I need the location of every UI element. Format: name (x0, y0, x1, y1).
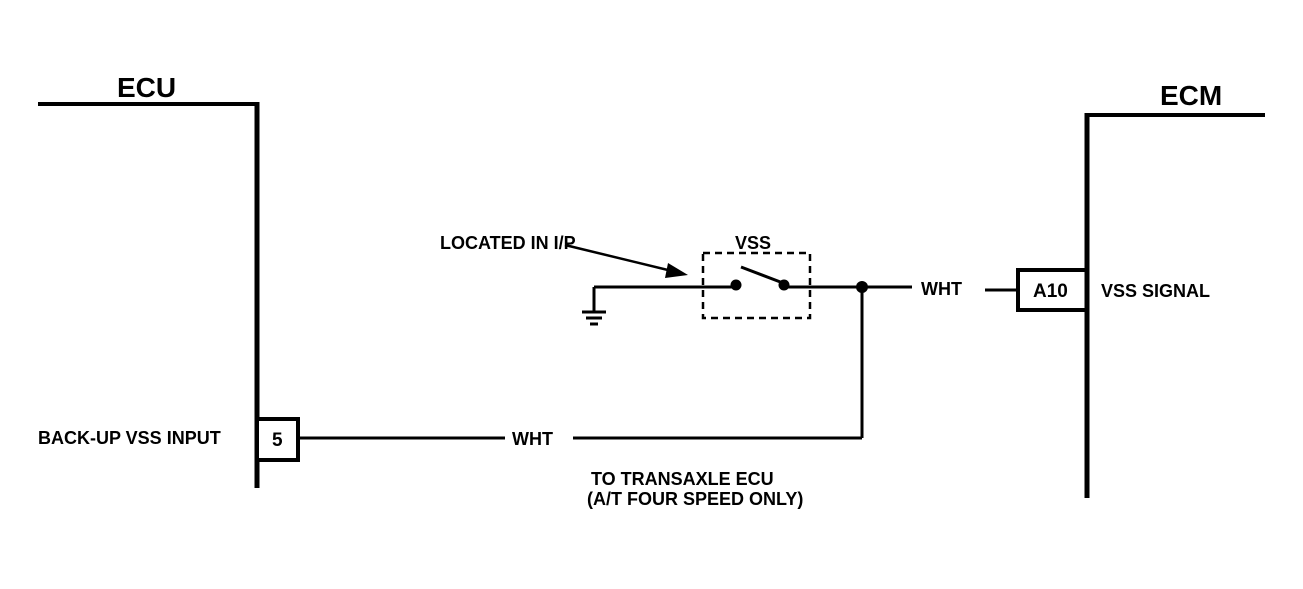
ecu-pin-number: 5 (272, 430, 283, 451)
wire-ecm: WHT (862, 279, 1018, 299)
ecm-pin-a10: A10 VSS SIGNAL (1016, 268, 1210, 312)
transaxle-note: TO TRANSAXLE ECU (A/T FOUR SPEED ONLY) (587, 469, 803, 509)
vss-dashed-outline (701, 251, 812, 320)
wire-ecu-color-label: WHT (512, 429, 553, 449)
ground-icon (582, 310, 606, 326)
location-callout: LOCATED IN I/P (440, 233, 688, 278)
arrow-head-icon (665, 263, 688, 278)
note-line-1: TO TRANSAXLE ECU (591, 469, 774, 489)
vss-component: VSS (701, 233, 862, 320)
ecm-pin-number: A10 (1033, 281, 1068, 302)
ecm-title: ECM (1160, 80, 1222, 111)
ecu-pin-label: BACK-UP VSS INPUT (38, 428, 221, 448)
note-line-2: (A/T FOUR SPEED ONLY) (587, 489, 803, 509)
ecu-title: ECU (117, 72, 176, 103)
ground-circuit (582, 285, 736, 326)
ecu-pin-5: 5 BACK-UP VSS INPUT (38, 417, 300, 462)
ecm-pin-label: VSS SIGNAL (1101, 281, 1210, 301)
callout-arrow-line (564, 243, 673, 273)
location-note: LOCATED IN I/P (440, 233, 576, 253)
wire-ecu: WHT (298, 288, 864, 449)
ecu-module: ECU (38, 72, 260, 488)
vss-contact-left (730, 279, 742, 291)
vss-title: VSS (735, 233, 771, 253)
vss-switch-blade (740, 265, 784, 285)
ecm-module: ECM (1084, 80, 1265, 498)
wire-ecm-color-label: WHT (921, 279, 962, 299)
